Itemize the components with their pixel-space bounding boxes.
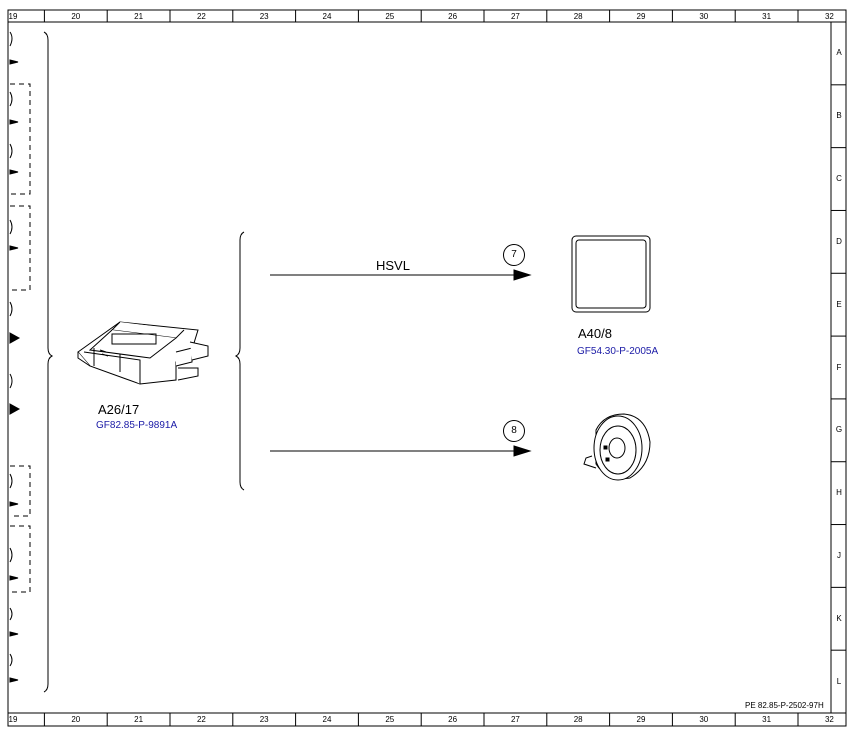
- column-number: 22: [196, 12, 206, 21]
- row-letter: J: [837, 550, 841, 560]
- column-number: 29: [636, 12, 646, 21]
- column-number: 24: [322, 12, 332, 21]
- column-number: 21: [134, 12, 144, 21]
- column-number: 25: [385, 12, 395, 21]
- row-letter: L: [836, 676, 842, 686]
- column-number: 24: [322, 715, 332, 724]
- column-number: 32: [824, 715, 834, 724]
- speaker-icon: [583, 413, 651, 481]
- column-number: 20: [71, 12, 81, 21]
- row-letter: G: [835, 425, 843, 435]
- column-number: 29: [636, 715, 646, 724]
- column-number: 21: [134, 715, 144, 724]
- column-number: 30: [699, 12, 709, 21]
- row-letter: H: [836, 488, 842, 498]
- row-letter: A: [836, 48, 842, 58]
- column-number: 19: [8, 12, 18, 21]
- row-letter: C: [836, 174, 842, 184]
- column-number: 27: [510, 12, 520, 21]
- row-letter: K: [836, 613, 842, 623]
- left-dashed-boxes: [10, 83, 31, 593]
- column-number: 19: [8, 715, 18, 724]
- signal-bracket: [234, 231, 245, 491]
- row-letter: B: [836, 111, 842, 121]
- control-unit-label: A26/17: [98, 402, 140, 417]
- column-number: 23: [259, 12, 269, 21]
- display-icon: [571, 235, 651, 313]
- display-reference-link[interactable]: GF54.30-P-2005A: [577, 346, 659, 357]
- signal-label: HSVL: [376, 258, 410, 273]
- column-number: 26: [448, 715, 458, 724]
- document-code: PE 82.85-P-2502-97H: [745, 701, 824, 710]
- row-letter: E: [836, 299, 842, 309]
- display-label: A40/8: [578, 326, 612, 341]
- row-letter: F: [836, 362, 842, 372]
- column-number: 31: [762, 12, 772, 21]
- connection-number-7: 7: [503, 244, 525, 266]
- control-unit-icon: [77, 321, 209, 385]
- column-number: 23: [259, 715, 269, 724]
- row-letter: D: [836, 236, 842, 246]
- column-number: 26: [448, 12, 458, 21]
- column-number: 27: [510, 715, 520, 724]
- column-number: 20: [71, 715, 81, 724]
- column-number: 28: [573, 715, 583, 724]
- connection-number-8: 8: [503, 420, 525, 442]
- control-unit-reference-link[interactable]: GF82.85-P-9891A: [96, 420, 178, 431]
- left-bracket: [43, 31, 54, 693]
- column-number: 31: [762, 715, 772, 724]
- column-number: 32: [824, 12, 834, 21]
- column-number: 28: [573, 12, 583, 21]
- column-number: 30: [699, 715, 709, 724]
- left-edge-connectors: [9, 31, 21, 683]
- column-number: 25: [385, 715, 395, 724]
- signal-lines: [270, 269, 532, 457]
- column-number: 22: [196, 715, 206, 724]
